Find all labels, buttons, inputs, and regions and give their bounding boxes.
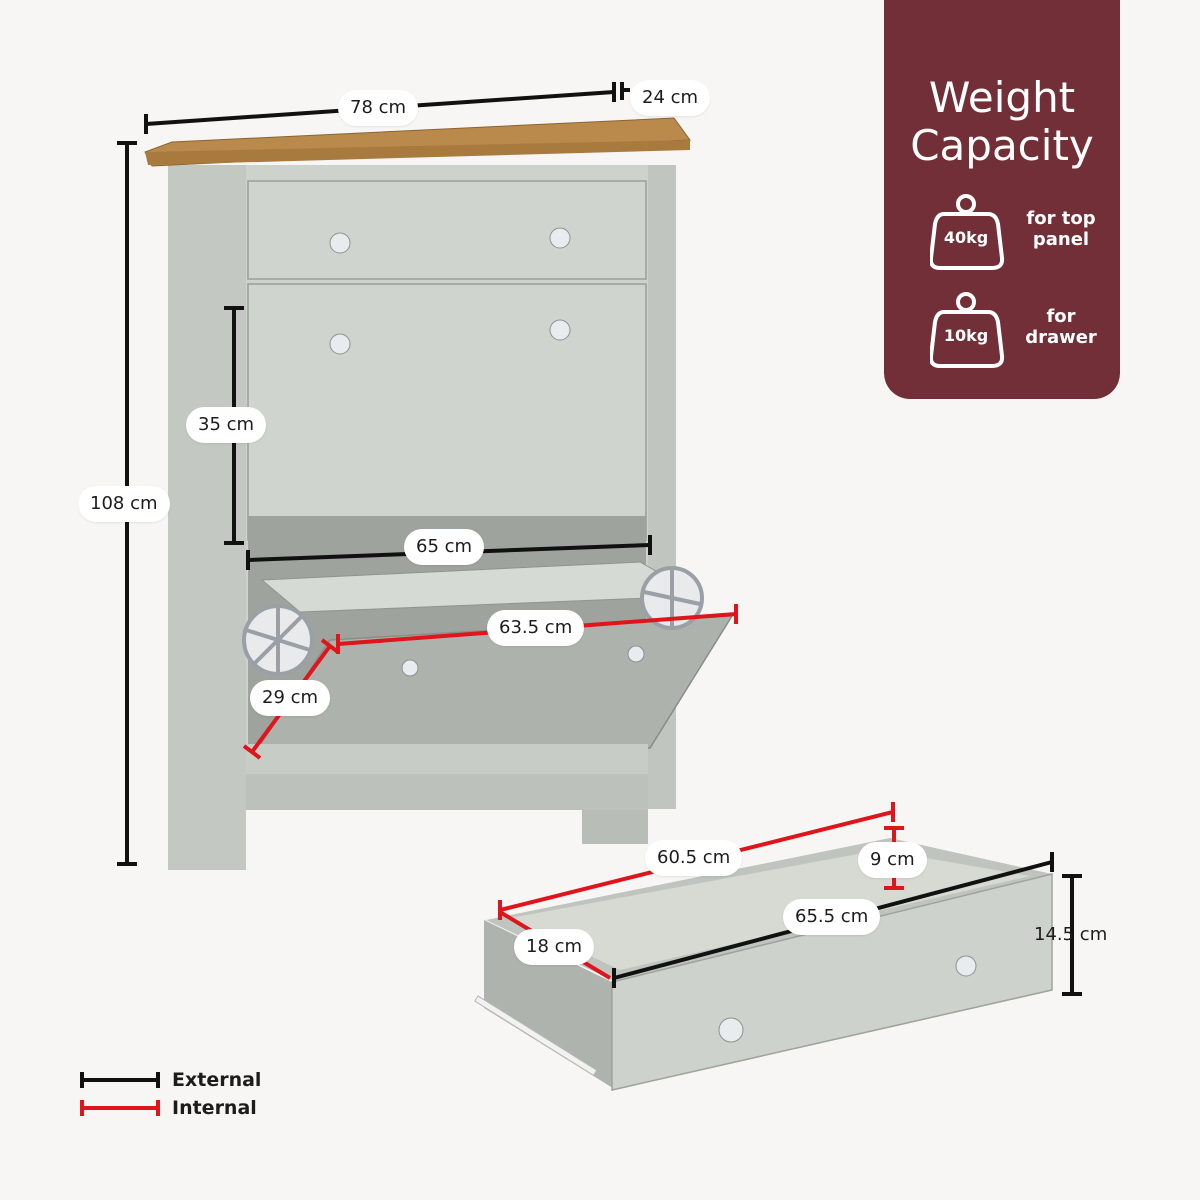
label-drawer-ext-width: 65.5 cm (783, 899, 881, 935)
knob (549, 227, 571, 249)
label-width-top: 78 cm (338, 90, 419, 126)
removed-drawer (474, 838, 1053, 1091)
knob (329, 333, 351, 355)
label-compartment-depth: 29 cm (250, 680, 331, 716)
drawer-floor (510, 850, 1030, 970)
weight-capacity-title: Weight Capacity (910, 73, 1094, 170)
internal-line-icon (80, 1100, 160, 1116)
label-drawer-int-width: 60.5 cm (645, 840, 743, 876)
drawer-knob (955, 955, 977, 977)
label-drawer-int-depth: 18 cm (514, 929, 595, 965)
hinge-wheel-left (242, 604, 314, 676)
knob (329, 232, 351, 254)
weight-icon (930, 194, 1005, 270)
top-drawer-front (247, 180, 647, 280)
label-flap-height: 35 cm (186, 407, 267, 443)
knob (401, 659, 419, 677)
drawer-knob (718, 1017, 744, 1043)
external-line-icon (80, 1072, 160, 1088)
weight-item-drawer: 10kg for drawer (930, 288, 1110, 368)
weight-capacity-panel: Weight Capacity 40kg for top panel 10kg … (884, 0, 1120, 399)
drawer-runner (474, 995, 598, 1076)
label-height-total: 108 cm (78, 486, 170, 522)
label-compartment-width: 63.5 cm (487, 610, 585, 646)
weight-item-top-panel: 40kg for top panel (930, 190, 1110, 270)
drawer-left-side (484, 920, 616, 1090)
label-drawer-ext-height: 14.5 cm (1034, 924, 1108, 945)
label-drawer-int-height: 9 cm (858, 842, 927, 878)
shoe-cabinet (144, 117, 734, 870)
upper-flap-front (247, 283, 647, 541)
knob (549, 319, 571, 341)
weight-icon (930, 292, 1005, 368)
oak-top-edge (145, 140, 690, 165)
bottom-rail-edge (246, 774, 648, 810)
knob (627, 645, 645, 663)
label-flap-width: 65 cm (404, 529, 485, 565)
label-depth-top: 24 cm (630, 80, 711, 116)
hinge-wheel-right (640, 566, 704, 630)
